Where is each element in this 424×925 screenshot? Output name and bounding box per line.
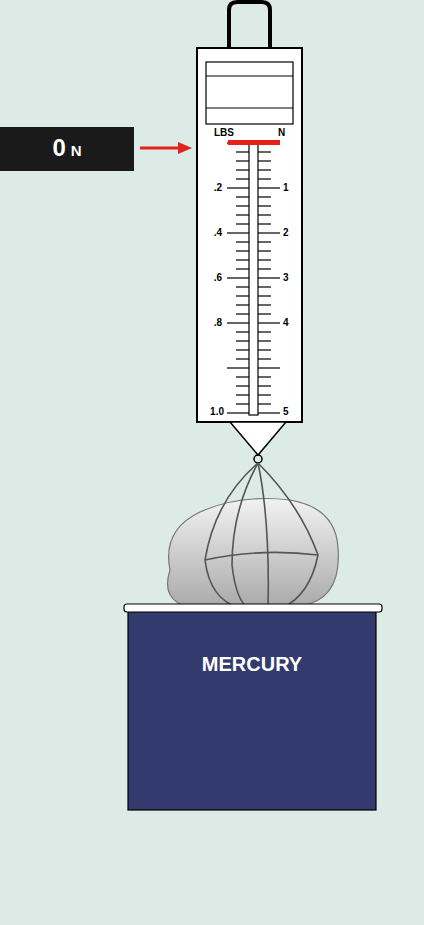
rock-bag: [168, 499, 339, 609]
scale-number: 1: [283, 183, 289, 193]
scale-number: 2: [283, 228, 289, 238]
scale-number: 5: [283, 407, 289, 417]
scale-body: [197, 48, 302, 422]
scale-number: .4: [214, 228, 222, 238]
scale-rod: [249, 143, 258, 415]
scale-ticks: [227, 143, 280, 413]
hook: [254, 455, 262, 463]
strings: [205, 463, 318, 608]
pointer: [228, 140, 280, 145]
scale-number: 3: [283, 273, 289, 283]
mercury-label-box: MERCURY: [128, 611, 376, 721]
window-line: [206, 75, 293, 76]
scale-number: 1.0: [210, 407, 224, 417]
liquid-name: MERCURY: [202, 653, 302, 676]
scale-number: 4: [283, 318, 289, 328]
container-rim: [124, 604, 382, 612]
reading-unit: N: [71, 143, 82, 160]
scale-number: .8: [214, 318, 222, 328]
scale-window: [206, 62, 293, 124]
scale-number: .6: [214, 273, 222, 283]
scale-number: .2: [214, 183, 222, 193]
mercury-container: [128, 611, 376, 810]
arrow-head: [178, 142, 192, 154]
unit-label: N: [278, 128, 285, 138]
unit-label: LBS: [214, 128, 234, 138]
window-line: [206, 107, 293, 108]
hook-mount: [230, 422, 286, 455]
scale-handle: [229, 2, 270, 52]
reading-value: 0: [52, 135, 65, 161]
reading-box: 0N: [0, 127, 134, 171]
pointer-arrow: [140, 147, 180, 150]
